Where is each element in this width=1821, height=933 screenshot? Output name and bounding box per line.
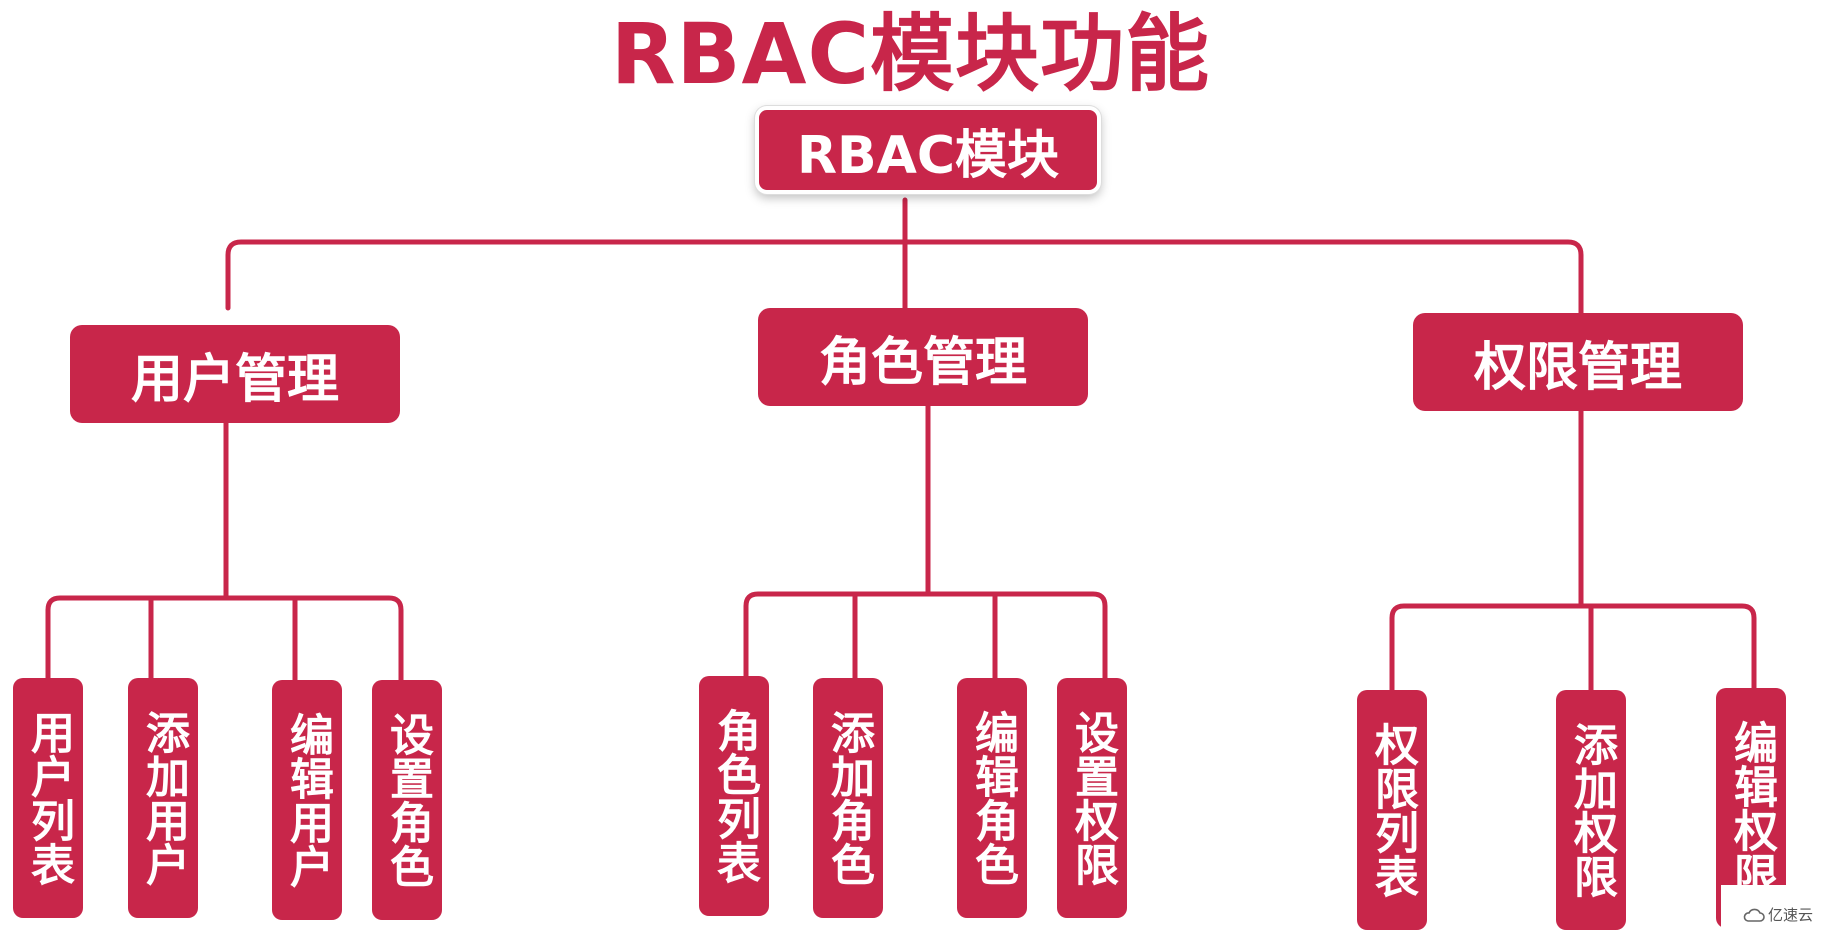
group-node-user-management: 用户管理	[70, 325, 400, 423]
leaf-node-add-permission: 添加权限	[1556, 690, 1626, 930]
group-node-permission-management: 权限管理	[1413, 313, 1743, 411]
diagram-title: RBAC模块功能	[610, 5, 1211, 103]
leaf-node-add-role: 添加角色	[813, 678, 883, 918]
connector-perm-bar	[1389, 603, 1757, 695]
connector-user-bar	[45, 595, 404, 685]
group-node-role-management: 角色管理	[758, 308, 1088, 406]
root-node: RBAC模块	[755, 106, 1101, 194]
leaf-node-permission-list: 权限列表	[1357, 690, 1427, 930]
connector-role-bar	[743, 591, 1108, 683]
watermark: 亿速云	[1743, 904, 1813, 925]
leaf-node-add-user: 添加用户	[128, 678, 198, 918]
leaf-node-user-list: 用户列表	[13, 678, 83, 918]
cloud-icon	[1743, 908, 1765, 922]
leaf-node-set-permission: 设置权限	[1057, 678, 1127, 918]
leaf-node-edit-role: 编辑角色	[957, 678, 1027, 918]
watermark-text: 亿速云	[1767, 906, 1813, 924]
leaf-node-set-role: 设置角色	[372, 680, 442, 920]
watermark-background	[1721, 885, 1821, 933]
leaf-node-role-list: 角色列表	[699, 676, 769, 916]
leaf-node-edit-user: 编辑用户	[272, 680, 342, 920]
